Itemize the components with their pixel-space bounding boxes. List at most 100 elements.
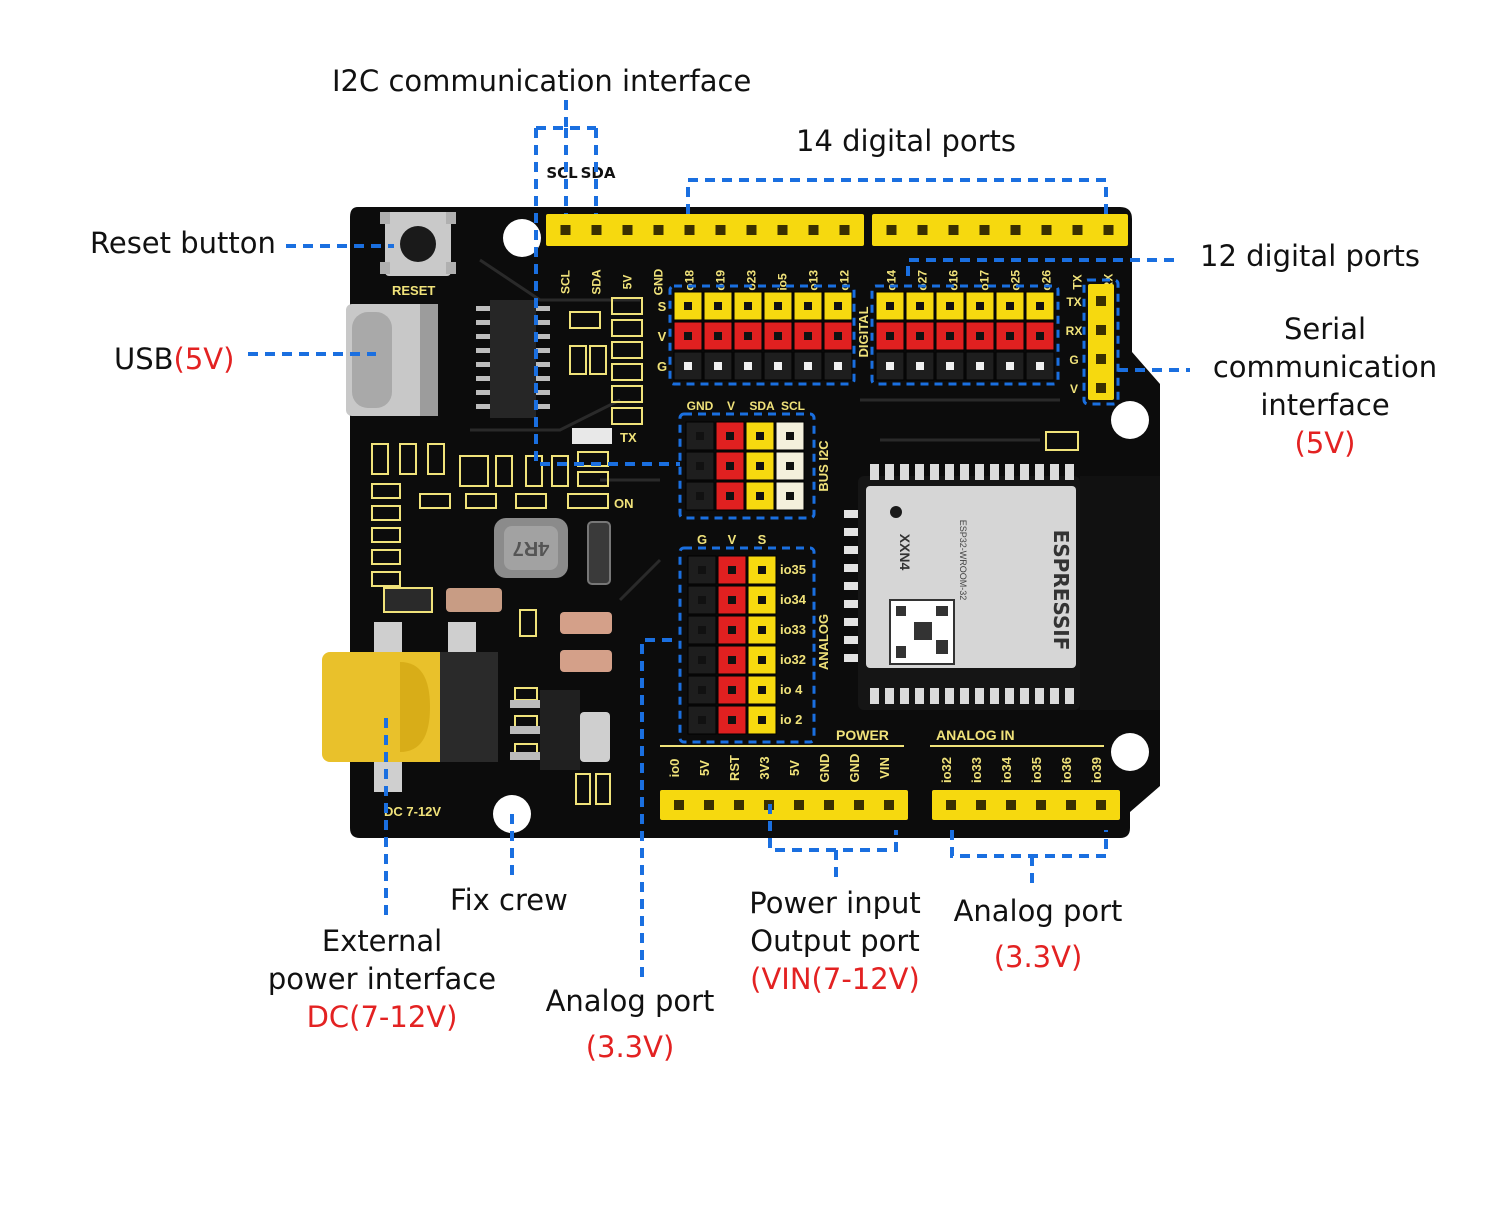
top-right-header-pin: [1103, 225, 1114, 235]
module-pad: [915, 464, 924, 480]
svg-pin: [804, 302, 812, 310]
top-right-header-pin: [1010, 225, 1021, 235]
serial-pin: [1096, 296, 1106, 306]
analog-right-callout: Analog port (3.3V): [938, 892, 1138, 976]
svg-pin: [744, 362, 752, 370]
analog-pin: [698, 716, 706, 724]
module-model: ESP32-WROOM-32: [958, 520, 968, 601]
analog-right-callout-line1: Analog port: [953, 894, 1123, 928]
serial-pin: [1096, 325, 1106, 335]
svg-pin: [886, 332, 894, 340]
regulator: [510, 690, 610, 770]
module-pad: [990, 688, 999, 704]
i2c-pin: [756, 492, 764, 500]
power-header-pin: [884, 800, 894, 810]
analog-pin: [698, 626, 706, 634]
analog-pin: [698, 596, 706, 604]
usb-callout-voltage: (5V): [173, 342, 235, 376]
power-callout-line2: Output port: [750, 924, 920, 958]
module-pad: [1050, 464, 1059, 480]
i2c-pin: [786, 492, 794, 500]
analog-pin-label: io33: [780, 622, 806, 637]
smd-component: [572, 428, 612, 444]
svg-pin: [916, 302, 924, 310]
svg-pin: [916, 362, 924, 370]
inductor: [494, 518, 568, 578]
i2c-col-label: SCL: [781, 399, 805, 413]
i2c-pin: [726, 432, 734, 440]
top-right-header-pin: [979, 225, 990, 235]
module-pad: [1065, 688, 1074, 704]
power-pin-label: RST: [727, 755, 742, 781]
svg-pin: [714, 302, 722, 310]
analog-right-callout-voltage: (3.3V): [993, 940, 1083, 974]
module-pad: [960, 688, 969, 704]
i2c-pin: [756, 432, 764, 440]
svg-pin: [946, 302, 954, 310]
analog-left-callout-voltage: (3.3V): [585, 1030, 675, 1064]
i2c-pin: [786, 462, 794, 470]
top-left-pin-label: io13: [807, 270, 821, 294]
top-left-header-pin: [746, 225, 757, 235]
svg-block-outline-right: [870, 284, 1060, 386]
analog-col-label: S: [758, 532, 767, 547]
module-pad: [870, 688, 879, 704]
module-pad: [1035, 688, 1044, 704]
analog-in-pin-label: io35: [1029, 757, 1044, 783]
module-pad: [975, 688, 984, 704]
module-brand: ESPRESSIF: [1049, 530, 1073, 651]
svg-pin: [714, 332, 722, 340]
power-header-pin: [674, 800, 684, 810]
svg-pin: [886, 302, 894, 310]
smd-component: [560, 612, 612, 634]
top-right-pin-label: io17: [978, 270, 992, 294]
module-code: XXN4: [897, 534, 913, 571]
top-left-header: [546, 214, 864, 246]
usb-callout: USB(5V): [114, 340, 234, 378]
digital12-callout: 12 digital ports: [1200, 239, 1421, 273]
top-right-pin-label: io26: [1040, 270, 1054, 294]
tx-silk: TX: [620, 430, 637, 445]
power-header: [660, 790, 908, 820]
analog-col-label: V: [728, 532, 737, 547]
serial-header: [1088, 284, 1114, 400]
reset-button: [380, 212, 456, 276]
smd-component: [446, 588, 502, 612]
analog-pin-housing: [687, 705, 717, 735]
analog-in-silk: ANALOG IN: [936, 727, 1015, 743]
analog-right-callout-line: [950, 830, 1108, 888]
module-pad: [1050, 688, 1059, 704]
analog-in-pin-label: io39: [1089, 757, 1104, 783]
power-pin-label: GND: [847, 754, 862, 783]
module-pad: [885, 464, 894, 480]
analog-in-pin-label: io36: [1059, 757, 1074, 783]
dc-silk: DC 7-12V: [384, 804, 441, 819]
power-pin-label: 5V: [787, 760, 802, 776]
power-pin-label: GND: [817, 754, 832, 783]
top-right-header-pin: [917, 225, 928, 235]
top-right-header-pin: [1072, 225, 1083, 235]
analog-pin-label: io 4: [780, 682, 803, 697]
analog-in-pin-label: io33: [969, 757, 984, 783]
svg-pin: [1036, 362, 1044, 370]
svg-pin: [774, 302, 782, 310]
digital-silk: DIGITAL: [856, 306, 871, 357]
usb-callout-label: USB: [114, 342, 174, 376]
usb-chip: [476, 300, 550, 418]
module-pad: [900, 464, 909, 480]
top-left-pin-label: SDA: [590, 269, 604, 295]
inductor-label: 4R7: [513, 537, 550, 559]
analog-pin-label: io 2: [780, 712, 802, 727]
serial-callout-line3: interface: [1260, 388, 1390, 422]
analog-in-header-pin: [976, 800, 986, 810]
top-left-pin-label: io19: [714, 270, 728, 294]
analog-in-pin-label: io32: [939, 757, 954, 783]
svg-pin: [976, 332, 984, 340]
analog-pin-label: io34: [780, 592, 807, 607]
top-left-header-pin: [684, 225, 695, 235]
svg-pin: [684, 302, 692, 310]
serial-pin: [1096, 383, 1106, 393]
power-header-pin: [824, 800, 834, 810]
svg-pin: [684, 332, 692, 340]
